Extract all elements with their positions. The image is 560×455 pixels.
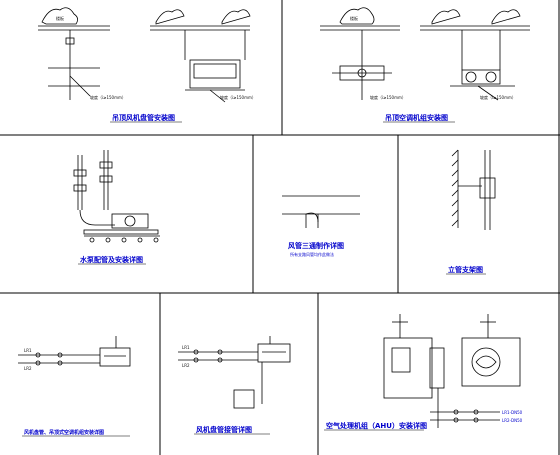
p7-lr1: LR1	[182, 345, 190, 350]
panel-8-ahu-install	[383, 314, 521, 428]
panel-3-pump	[73, 150, 160, 243]
p2-label-top: 楼板	[350, 15, 358, 21]
p7-lr2: LR2	[182, 363, 190, 368]
p1-label-top: 楼板	[56, 15, 64, 21]
p8-title: 空气处理机组（AHU）安装详图	[326, 421, 427, 430]
p6-lr1: LR1	[24, 348, 32, 353]
panel-7-fcu-piping	[178, 336, 291, 409]
p3-title: 水泵配管及安装详图	[80, 255, 143, 264]
p4-subtitle: 所有支路风管均作此做法	[290, 251, 334, 257]
p2-note-b: 坡度（i≥150mm）	[480, 94, 516, 100]
p2-title: 吊顶空调机组安装图	[385, 113, 448, 122]
panel-6-fcu-install	[18, 336, 131, 367]
panel-5-riser	[451, 149, 496, 230]
p2-note-a: 坡度（i≥150mm）	[370, 94, 406, 100]
p1-note-a: 坡度（i≥150mm）	[90, 94, 126, 100]
p8-label-a: LR1-DN50	[502, 410, 523, 415]
p4-title: 风管三通制作详图	[288, 241, 344, 250]
p6-lr2: LR2	[24, 366, 32, 371]
p1-note-b: 坡度（i≥150mm）	[220, 94, 256, 100]
panel-2-air-unit	[320, 7, 530, 101]
panel-1-fan-coil	[38, 7, 251, 103]
p1-title: 吊顶风机盘管安装图	[112, 113, 175, 122]
p7-title: 风机盘管接管详图	[196, 425, 252, 434]
panel-4-duct-tee	[282, 195, 360, 228]
p6-title: 风机盘管、吊顶式空调机组安装详图	[24, 429, 104, 436]
p5-title: 立管支架图	[448, 265, 483, 274]
p8-label-b: LR2-DN50	[502, 418, 523, 423]
